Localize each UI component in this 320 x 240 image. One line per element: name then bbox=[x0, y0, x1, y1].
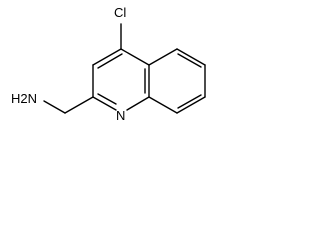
ring-nitrogen-label: N bbox=[116, 108, 125, 123]
chemical-structure-canvas: Cl H2N N bbox=[0, 0, 234, 136]
quinoline-structure-diagram: Cl H2N N bbox=[11, 5, 206, 123]
bond-ch2-nh2 bbox=[43, 100, 66, 114]
bond-c2-n1-inner bbox=[97, 93, 117, 105]
amine-label: H2N bbox=[11, 91, 37, 106]
bond-c2-n1 bbox=[92, 96, 117, 111]
bond-c7-c8-inner bbox=[177, 94, 202, 109]
bond-n1-c8a bbox=[126, 96, 150, 111]
bond-c5-c6-inner bbox=[177, 53, 202, 68]
bond-c8-c8a bbox=[148, 96, 178, 114]
bond-c4a-c5 bbox=[148, 48, 178, 66]
bond-c2-ch2 bbox=[64, 96, 94, 114]
bond-c3-c4-inner bbox=[97, 53, 123, 69]
bond-c3-c4 bbox=[92, 48, 122, 66]
chlorine-label: Cl bbox=[114, 5, 126, 20]
bond-c7-c8 bbox=[176, 96, 206, 114]
bond-c4-c4a bbox=[120, 48, 150, 66]
bond-c5-c6 bbox=[176, 48, 206, 66]
